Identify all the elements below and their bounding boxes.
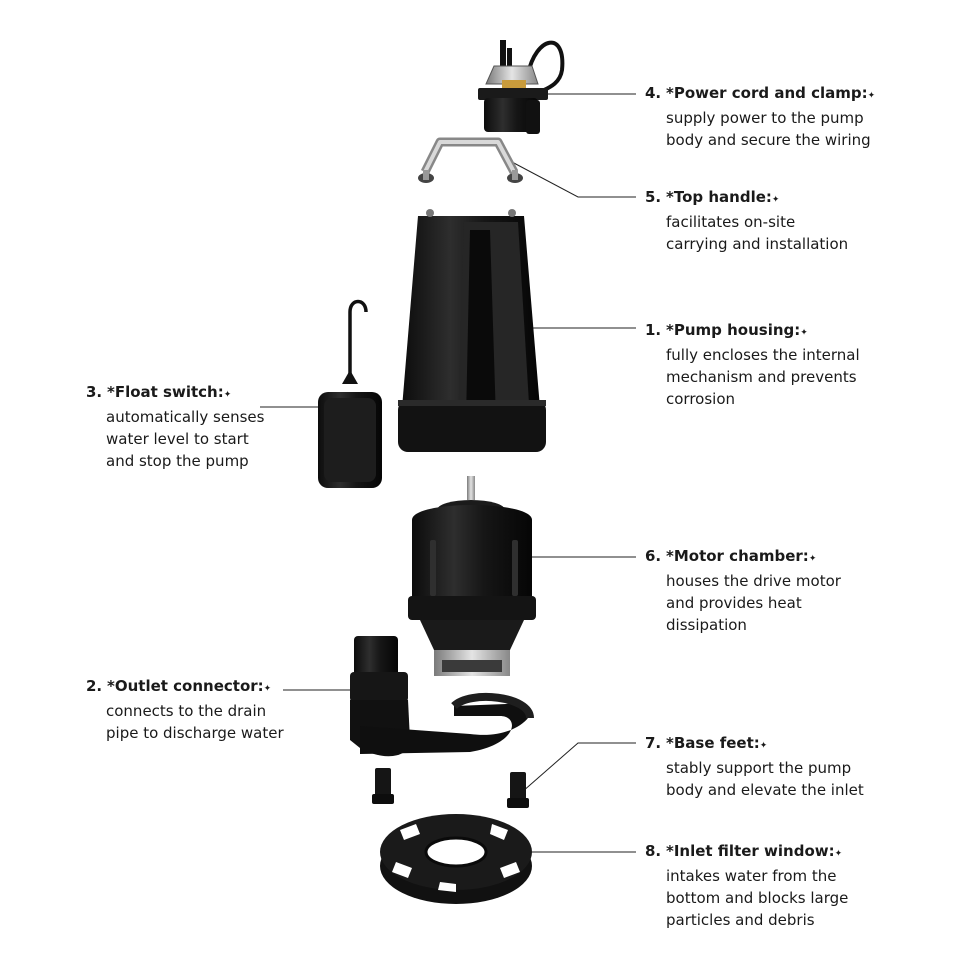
callout-heading: 2.*Outlet connector:✦ — [86, 675, 284, 700]
callout-number: 7. — [645, 734, 662, 752]
callout-description: houses the drive motor and provides heat d… — [645, 570, 841, 636]
top-handle-part — [418, 137, 523, 183]
callout-description-line: carrying and installation — [666, 235, 849, 253]
callout-heading: 7.*Base feet:✦ — [645, 732, 864, 757]
callout-description-line: fully encloses the internal — [666, 346, 860, 364]
callout-outlet-connector: 2.*Outlet connector:✦connects to the dra… — [86, 675, 284, 744]
callout-number: 5. — [645, 188, 662, 206]
callout-description-line: houses the drive motor — [666, 572, 841, 590]
callout-description: supply power to the pump body and secure … — [645, 107, 875, 151]
callout-title: *Base feet: — [666, 734, 760, 752]
power-cord-clamp-part — [478, 40, 565, 134]
callout-description: intakes water from the bottom and blocks … — [645, 865, 848, 931]
callout-title: *Top handle: — [666, 188, 772, 206]
sparkle-icon: ✦ — [223, 390, 232, 400]
callout-description-line: body and elevate the inlet — [666, 781, 864, 799]
callout-description: connects to the drain pipe to discharge w… — [86, 700, 284, 744]
callout-description-line: connects to the drain — [106, 702, 267, 720]
callout-description-line: pipe to discharge water — [106, 724, 284, 742]
callout-description-line: corrosion — [666, 390, 736, 408]
callout-inlet-filter: 8.*Inlet filter window:✦intakes water fr… — [645, 840, 848, 931]
callout-description-line: intakes water from the — [666, 867, 837, 885]
callout-number: 4. — [645, 84, 662, 102]
callout-description: facilitates on-site carrying and installa… — [645, 211, 848, 255]
pump-housing-part — [398, 209, 546, 452]
sparkle-icon: ✦ — [834, 849, 843, 859]
sparkle-icon: ✦ — [771, 195, 780, 205]
callout-description: automatically senses water level to start… — [86, 406, 264, 472]
sparkle-icon: ✦ — [759, 741, 768, 751]
callout-number: 2. — [86, 677, 103, 695]
callout-description-line: stably support the pump — [666, 759, 852, 777]
motor-chamber-part — [408, 476, 536, 676]
callout-pump-housing: 1.*Pump housing:✦fully encloses the inte… — [645, 319, 860, 410]
callout-description-line: mechanism and prevents — [666, 368, 857, 386]
leader-lines — [260, 93, 636, 853]
base-feet-part — [372, 768, 529, 808]
callout-description-line: automatically senses — [106, 408, 265, 426]
callout-top-handle: 5.*Top handle:✦ facilitates on-site carryi… — [645, 186, 848, 255]
callout-heading: 1.*Pump housing:✦ — [645, 319, 860, 344]
outlet-connector-part — [350, 636, 534, 757]
callout-description-line: facilitates on-site — [666, 213, 796, 231]
callout-base-feet: 7.*Base feet:✦ stably support the pump bod… — [645, 732, 864, 801]
callout-power-cord: 4.*Power cord and clamp:✦supply power to… — [645, 82, 875, 151]
leader-top-handle — [511, 161, 636, 198]
inlet-filter-part — [380, 814, 532, 904]
callout-description-line: supply power to the pump — [666, 109, 864, 127]
callout-heading: 5.*Top handle:✦ — [645, 186, 848, 211]
sparkle-icon: ✦ — [263, 684, 272, 694]
callout-heading: 3.*Float switch:✦ — [86, 381, 264, 406]
callout-description-line: water level to start — [106, 430, 249, 448]
callout-description-line: bottom and blocks large — [666, 889, 849, 907]
callout-description: stably support the pump body and elevate … — [645, 757, 864, 801]
callout-number: 3. — [86, 383, 103, 401]
sparkle-icon: ✦ — [808, 554, 817, 564]
callout-number: 1. — [645, 321, 662, 339]
sparkle-icon: ✦ — [800, 328, 808, 338]
callout-heading: 4.*Power cord and clamp:✦ — [645, 82, 875, 107]
callout-description-line: body and secure the wiring — [666, 131, 871, 149]
callout-motor-chamber: 6.*Motor chamber:✦houses the drive motor… — [645, 545, 841, 636]
callout-description: fully encloses the internal mechanism and… — [645, 344, 860, 410]
callout-description-line: and provides heat — [666, 594, 802, 612]
callout-title: *Pump housing: — [666, 321, 801, 339]
callout-description-line: and stop the pump — [106, 452, 249, 470]
sparkle-icon: ✦ — [867, 91, 876, 101]
callout-title: *Outlet connector: — [107, 677, 264, 695]
callout-title: *Power cord and clamp: — [666, 84, 868, 102]
leader-base-feet — [521, 742, 636, 793]
callout-title: *Motor chamber: — [666, 547, 809, 565]
callout-heading: 6.*Motor chamber:✦ — [645, 545, 841, 570]
float-switch-part — [318, 299, 382, 488]
callout-float-switch: 3.*Float switch:✦ automatically senses wat… — [86, 381, 264, 472]
callout-title: *Float switch: — [107, 383, 224, 401]
callout-title: *Inlet filter window: — [666, 842, 835, 860]
callout-description-line: dissipation — [666, 616, 747, 634]
callout-description-line: particles and debris — [666, 911, 815, 929]
callout-heading: 8.*Inlet filter window:✦ — [645, 840, 848, 865]
callout-number: 6. — [645, 547, 662, 565]
callout-number: 8. — [645, 842, 662, 860]
